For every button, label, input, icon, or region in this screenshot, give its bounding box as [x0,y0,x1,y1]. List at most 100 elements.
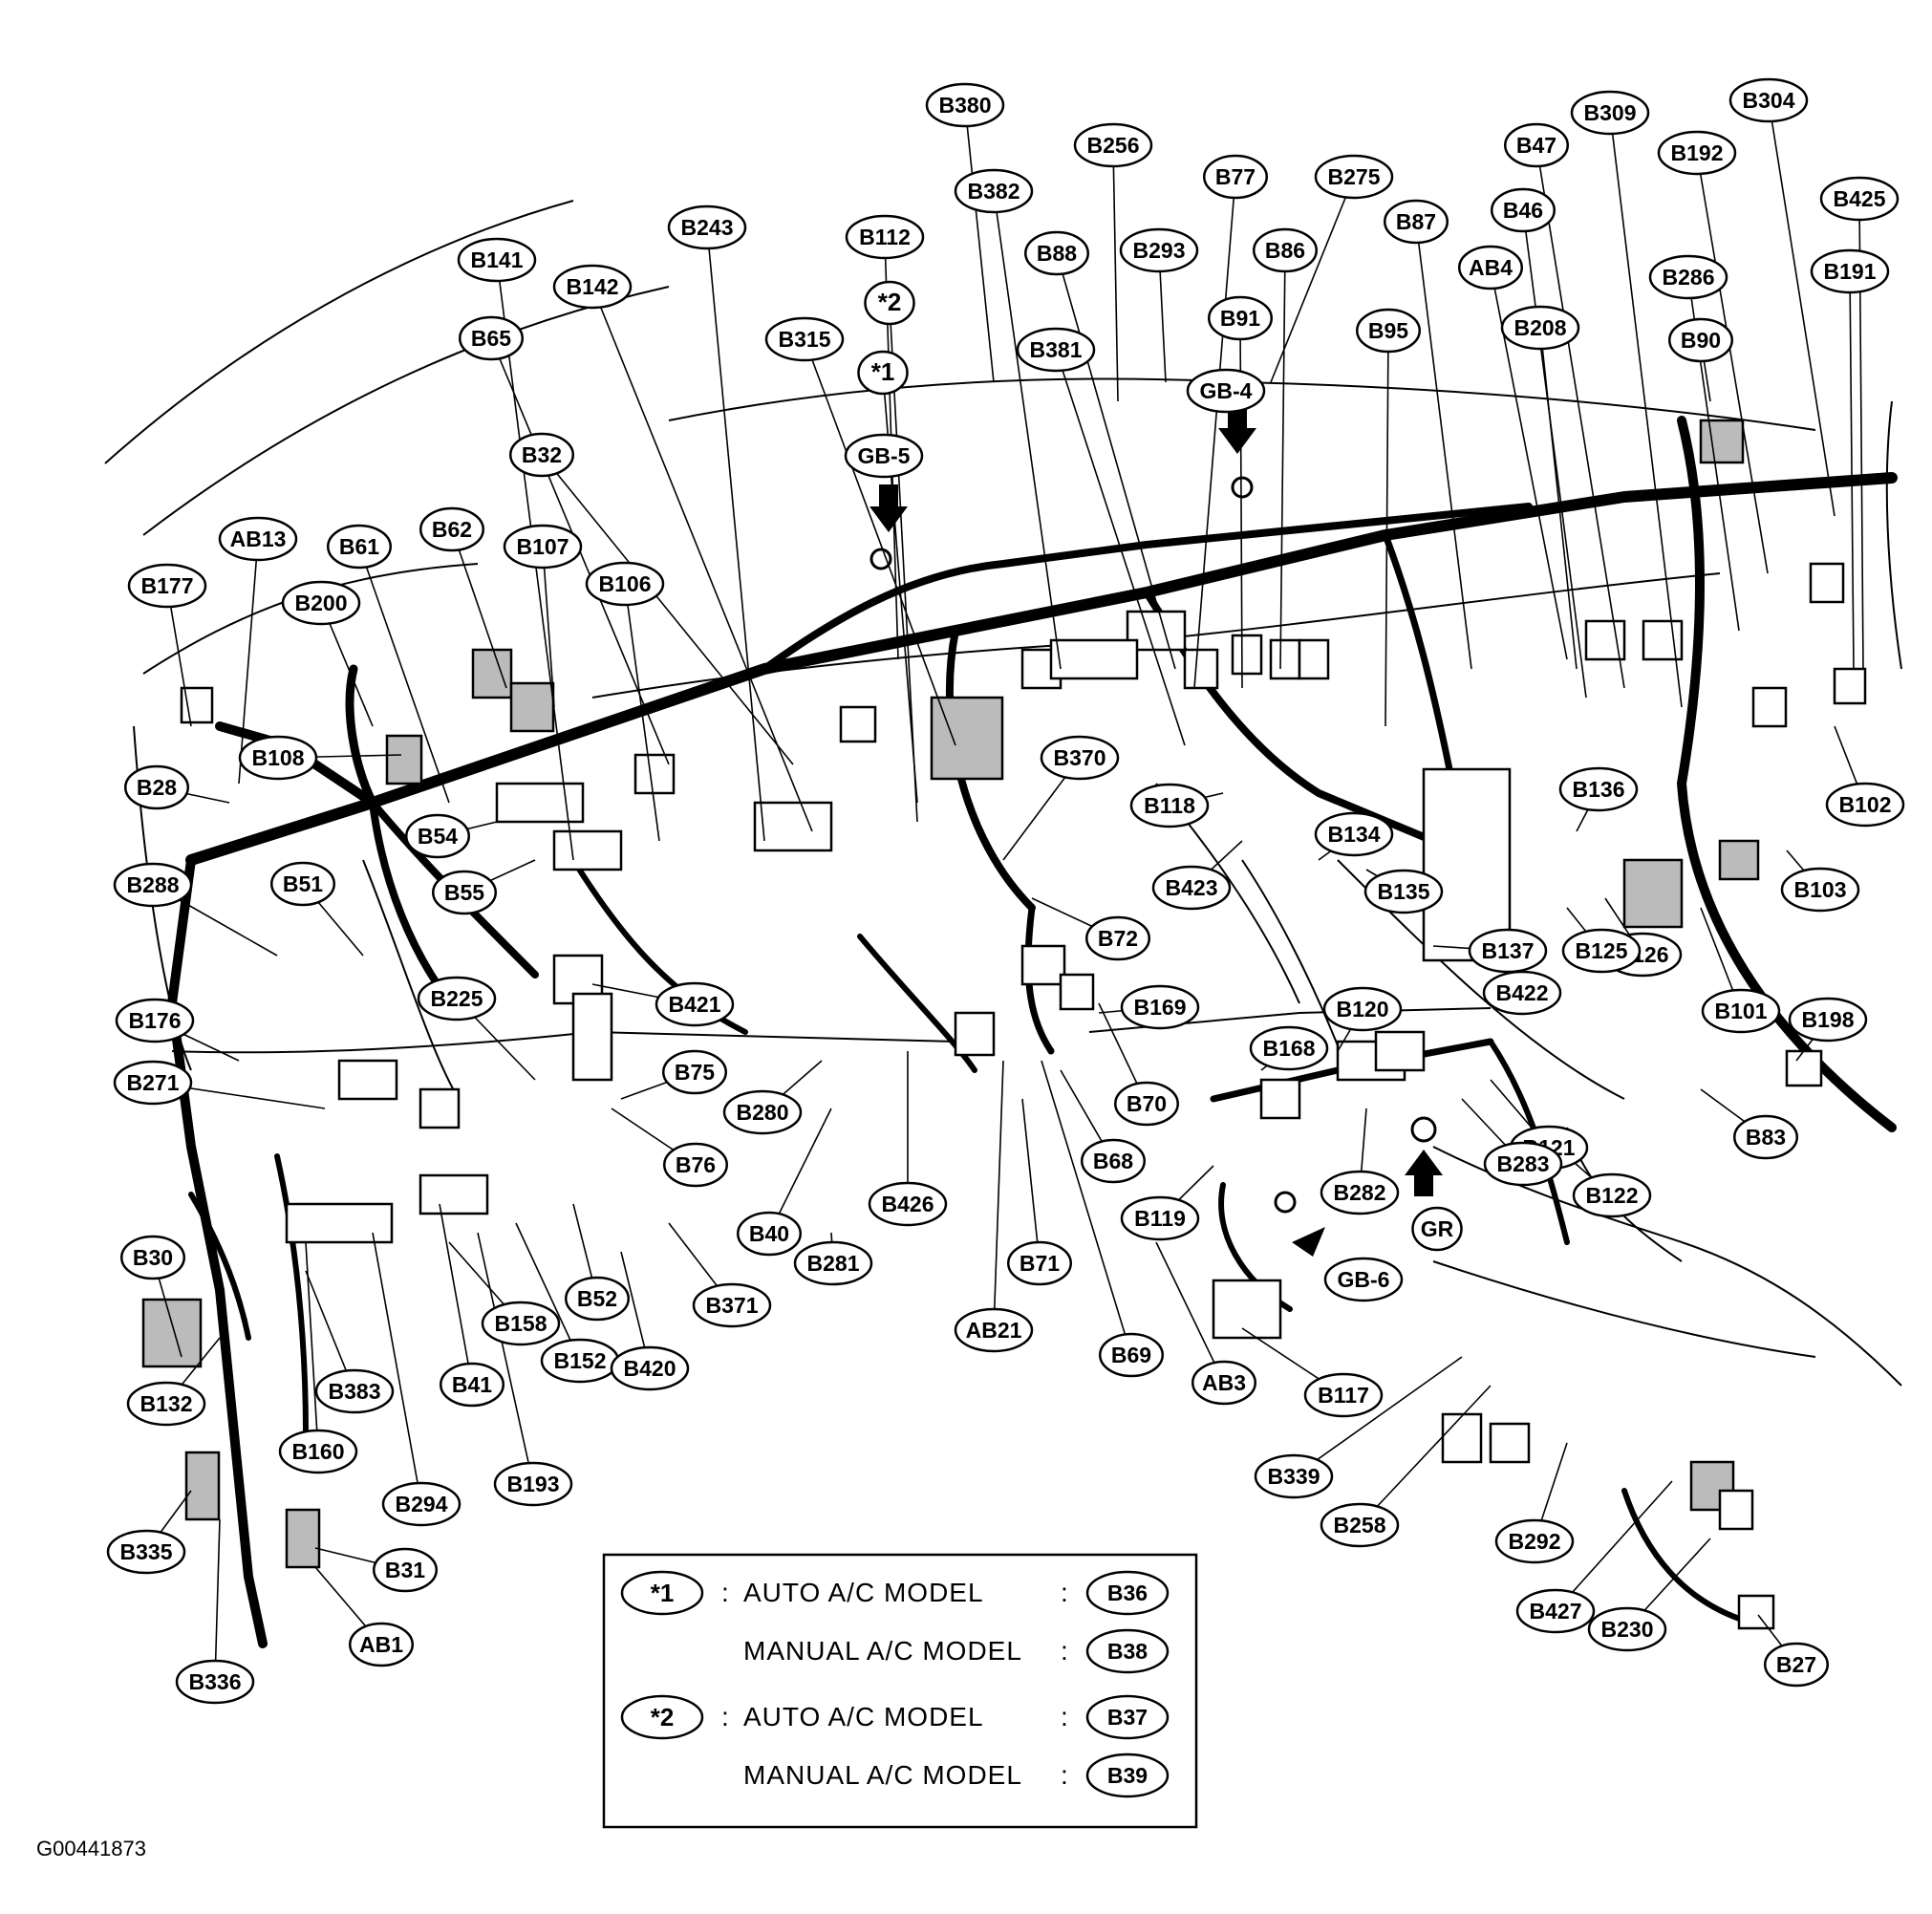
connector-label: B120 [1322,986,1403,1032]
label-text: B91 [1220,306,1260,331]
connector-label: B280 [722,1089,803,1135]
connector-label: B75 [662,1049,727,1095]
connector-body [1049,638,1139,680]
legend-connector: B37 [1107,1705,1148,1730]
leader-line [439,1203,473,1386]
label-text: B47 [1516,133,1556,158]
label-text: B120 [1337,997,1389,1022]
connector-label: B70 [1114,1081,1179,1127]
connector-label: B200 [281,580,361,626]
legend-separator: : [721,1578,730,1607]
label-text: B271 [127,1070,180,1095]
label-oval [1007,1240,1072,1286]
label-text: B71 [1020,1251,1060,1276]
connector-label: B107 [503,524,583,570]
label-oval [864,280,915,326]
ground-terminal [1231,476,1254,499]
connector-body [471,648,513,699]
label-text: B77 [1215,164,1256,189]
label-text: B420 [624,1356,676,1381]
label-text: B158 [495,1311,547,1336]
connector-label: B65 [459,315,524,361]
legend-separator: : [721,1702,730,1731]
connector-label: B370 [1040,735,1120,781]
legend-colon: : [1061,1702,1069,1731]
label-text: B83 [1746,1125,1786,1150]
label-oval [1040,735,1120,781]
label-oval [459,315,524,361]
label-oval [1314,154,1394,200]
connector-label: B32 [509,432,574,478]
label-text: B108 [252,745,305,770]
legend-connector: B38 [1107,1639,1148,1664]
connector-label: B86 [1253,227,1318,273]
label-oval [1363,869,1444,914]
label-oval [509,432,574,478]
connector-label: GB-5 [844,433,924,479]
label-text: B283 [1497,1151,1550,1176]
connector-body [419,1087,461,1129]
connector-label: AB13 [218,516,298,562]
label-oval [1254,1453,1334,1499]
label-text: B106 [599,571,652,596]
label-text: B370 [1054,745,1106,770]
connector-label: B336 [175,1659,255,1705]
label-text: B383 [329,1379,381,1404]
label-oval [565,1276,630,1322]
label-text: B294 [396,1492,448,1516]
legend-marker-oval [620,1570,704,1616]
label-oval [175,1659,255,1705]
label-oval [1468,928,1548,974]
connector-label: B425 [1819,176,1900,222]
label-oval [126,1381,206,1427]
connector-body [1809,562,1845,604]
label-text: AB21 [966,1318,1022,1343]
label-text: B336 [189,1669,242,1694]
leader-line [804,338,956,746]
connector-label: B208 [1500,305,1580,351]
label-text: B41 [452,1372,492,1397]
connector-label: B420 [610,1345,690,1391]
connector-label: B27 [1764,1642,1829,1688]
connector-label: B335 [106,1529,186,1575]
label-text: B107 [517,534,569,559]
connector-label: B91 [1208,295,1273,341]
connector-body [1374,1030,1426,1072]
label-oval [667,204,747,250]
leader-line [1293,1356,1463,1477]
connector-body [552,829,623,871]
connector-label: B136 [1558,766,1639,812]
connector-body [1737,1594,1775,1630]
connector-label: B339 [1254,1453,1334,1499]
connector-label: B426 [868,1181,948,1227]
label-text: B102 [1839,792,1892,817]
connector-body [180,686,214,724]
leader-line [591,286,813,832]
connector-label: B292 [1494,1518,1575,1564]
connector-label: B283 [1483,1141,1563,1187]
label-text: B176 [129,1008,182,1033]
label-oval [127,563,207,609]
label-text: B293 [1133,238,1186,263]
legend-colon: : [1061,1636,1069,1666]
label-oval [663,1142,728,1188]
connector-body [495,782,585,824]
legend-marker: *2 [651,1703,675,1731]
connector-body [839,705,877,743]
label-text: B275 [1328,164,1381,189]
label-text: B103 [1794,877,1847,902]
connector-label: B103 [1780,867,1860,913]
leader-line [1112,144,1119,402]
connector-label: B281 [793,1240,873,1286]
leader-line [166,585,192,727]
arrow-stem [1414,1175,1433,1196]
label-oval [655,981,735,1027]
connector-label: B87 [1384,199,1449,245]
leader-line [1359,1385,1492,1526]
label-oval [440,1362,504,1408]
label-text: B101 [1715,999,1768,1023]
connector-label: B83 [1733,1114,1798,1160]
label-oval [764,316,845,362]
label-text: B381 [1030,337,1083,362]
label-oval [1203,154,1268,200]
